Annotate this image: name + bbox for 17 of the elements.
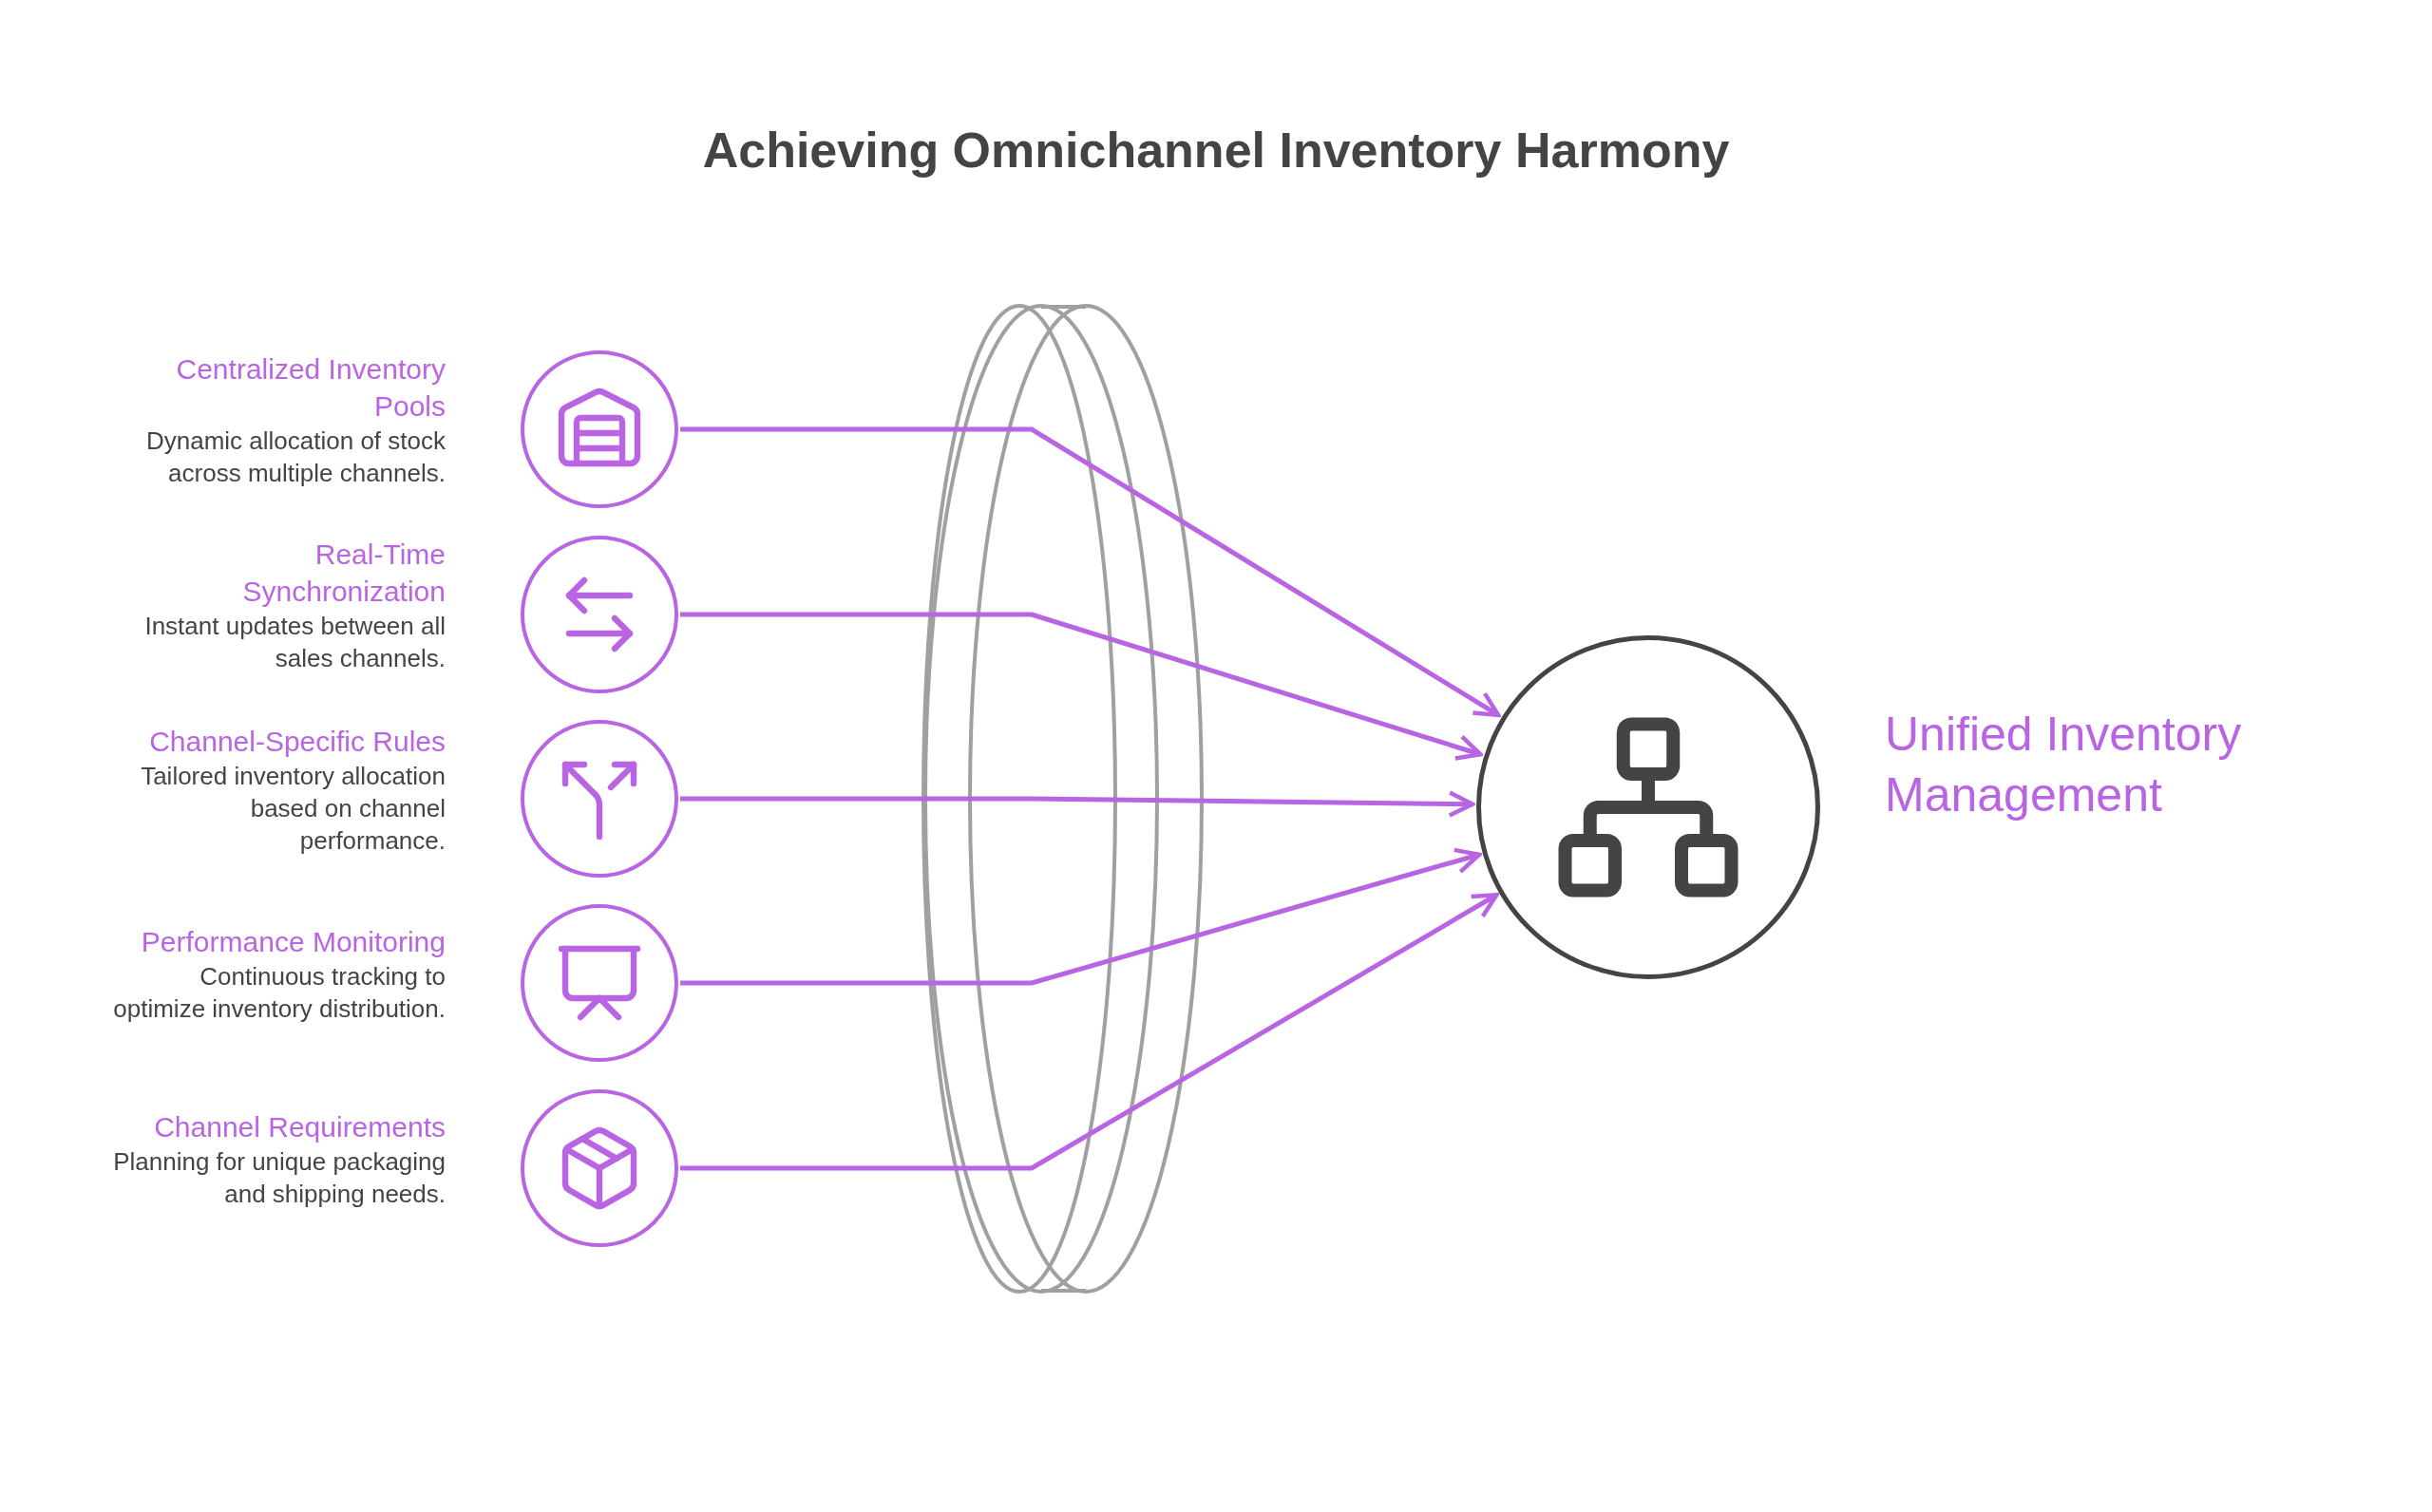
item-heading: Channel Requirements <box>154 1109 446 1144</box>
item-heading: Channel-Specific Rules <box>149 724 446 759</box>
item-heading: Centralized Inventory Pools <box>175 352 446 424</box>
hub-label: Unified Inventory Management <box>1885 707 2243 823</box>
item-description: Dynamic allocation of stock across multiple channels. <box>144 425 446 489</box>
title: Achieving Omnichannel Inventory Harmony <box>701 122 1731 179</box>
item-heading: Real-Time Synchronization <box>241 538 446 609</box>
item-heading: Performance Monitoring <box>141 924 446 959</box>
arrow <box>680 612 1483 761</box>
arrow <box>680 893 1499 1171</box>
arrow <box>680 426 1501 718</box>
item-description: Instant updates between all sales channels. <box>143 611 446 674</box>
item-description: Planning for unique packaging and shipping needs. <box>112 1145 446 1210</box>
item-description: Tailored inventory allocation based on channel performance. <box>140 760 446 857</box>
item-description: Continuous tracking to optimize inventory distribution. <box>112 960 446 1025</box>
arrow <box>680 847 1482 986</box>
arrow <box>680 790 1475 818</box>
